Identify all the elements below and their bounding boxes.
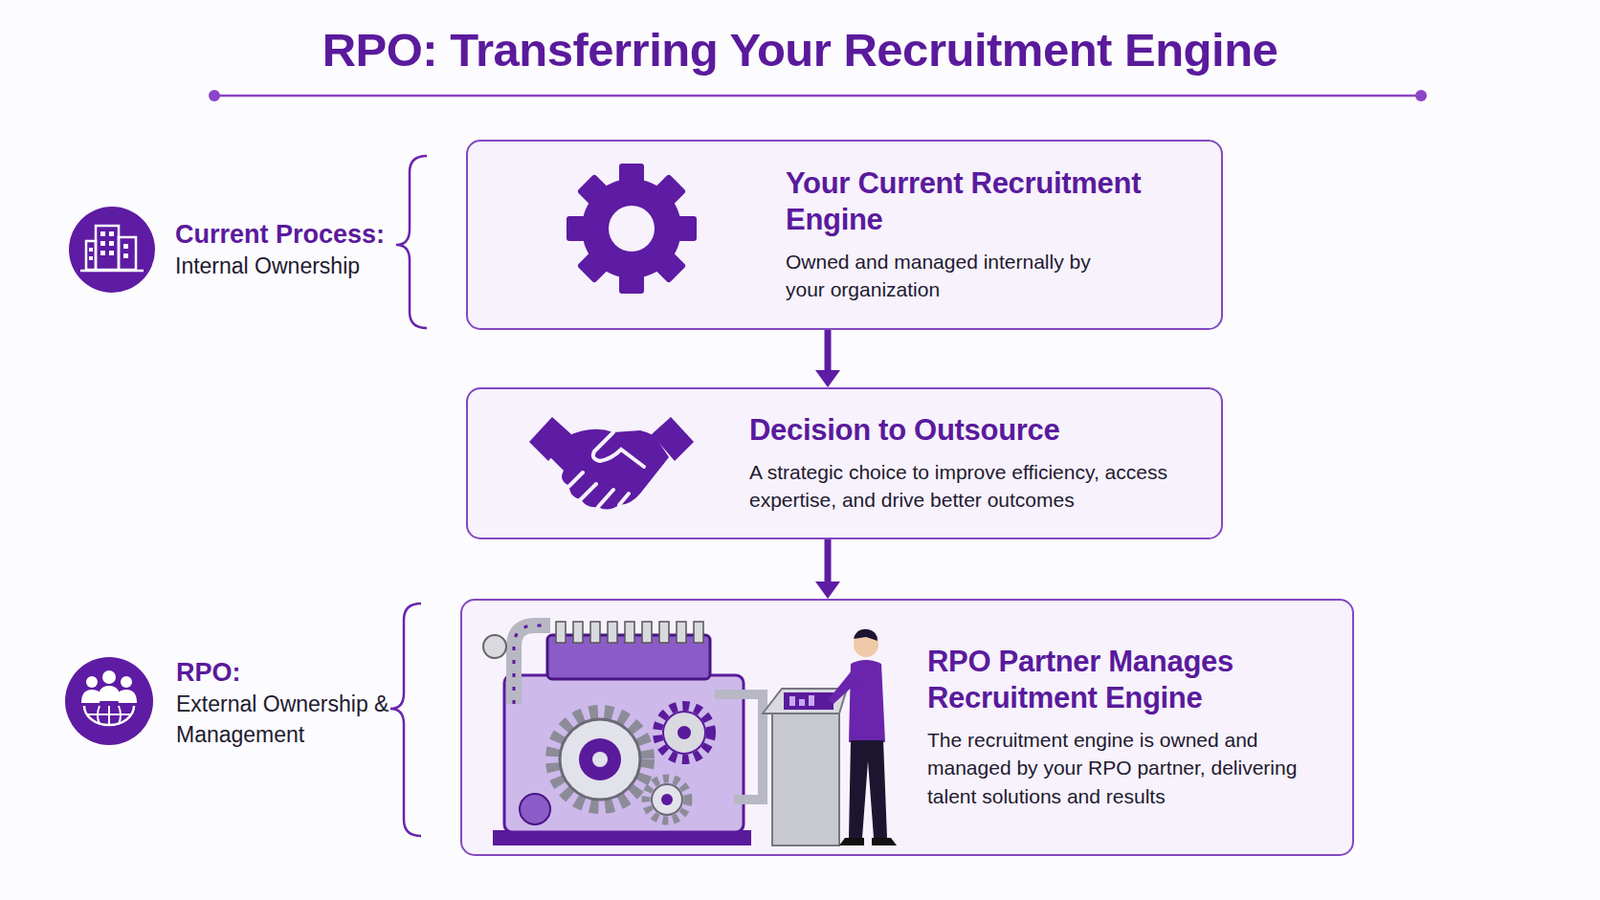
stage-description: Internal Ownership [175, 251, 396, 283]
box-body: Owned and managed internally by your org… [785, 247, 1102, 306]
box-heading: Your Current Recruitment Engine [785, 165, 1188, 239]
box-illustration [559, 156, 704, 305]
side-label: RPO:External Ownership & Management [176, 656, 392, 752]
side-label: Current Process:Internal Ownership [175, 218, 396, 283]
process-box: Your Current Recruitment EngineOwned and… [466, 139, 1223, 331]
rule-dot [1415, 89, 1427, 102]
flow-arrow [815, 330, 841, 388]
process-box: RPO Partner Manages Recruitment EngineTh… [460, 599, 1355, 857]
diagram-title: RPO: Transferring Your Recruitment Engin… [0, 22, 1600, 77]
bracket [396, 155, 427, 329]
stage-heading: Current Process: [175, 218, 396, 252]
title-rule [214, 94, 1422, 98]
box-texts: RPO Partner Manages Recruitment EngineTh… [927, 600, 1339, 855]
stage-heading: RPO: [176, 656, 392, 690]
box-texts: Your Current Recruitment EngineOwned and… [785, 141, 1188, 329]
box-body: A strategic choice to improve efficiency… [749, 458, 1171, 516]
box-illustration [525, 413, 698, 523]
bracket [390, 603, 422, 837]
box-illustration [475, 608, 916, 857]
rule-dot [208, 89, 221, 102]
people-globe-icon [65, 657, 154, 746]
box-body: The recruitment engine is owned and mana… [927, 726, 1330, 812]
box-heading: Decision to Outsource [749, 412, 1200, 449]
box-heading: RPO Partner Manages Recruitment Engine [927, 644, 1339, 717]
process-box: Decision to Outsource A strategic choice … [466, 387, 1223, 540]
stage-description: External Ownership & Management [176, 689, 392, 751]
building-icon [68, 206, 156, 293]
box-texts: Decision to Outsource A strategic choice … [749, 389, 1200, 538]
flow-arrow [815, 539, 841, 600]
